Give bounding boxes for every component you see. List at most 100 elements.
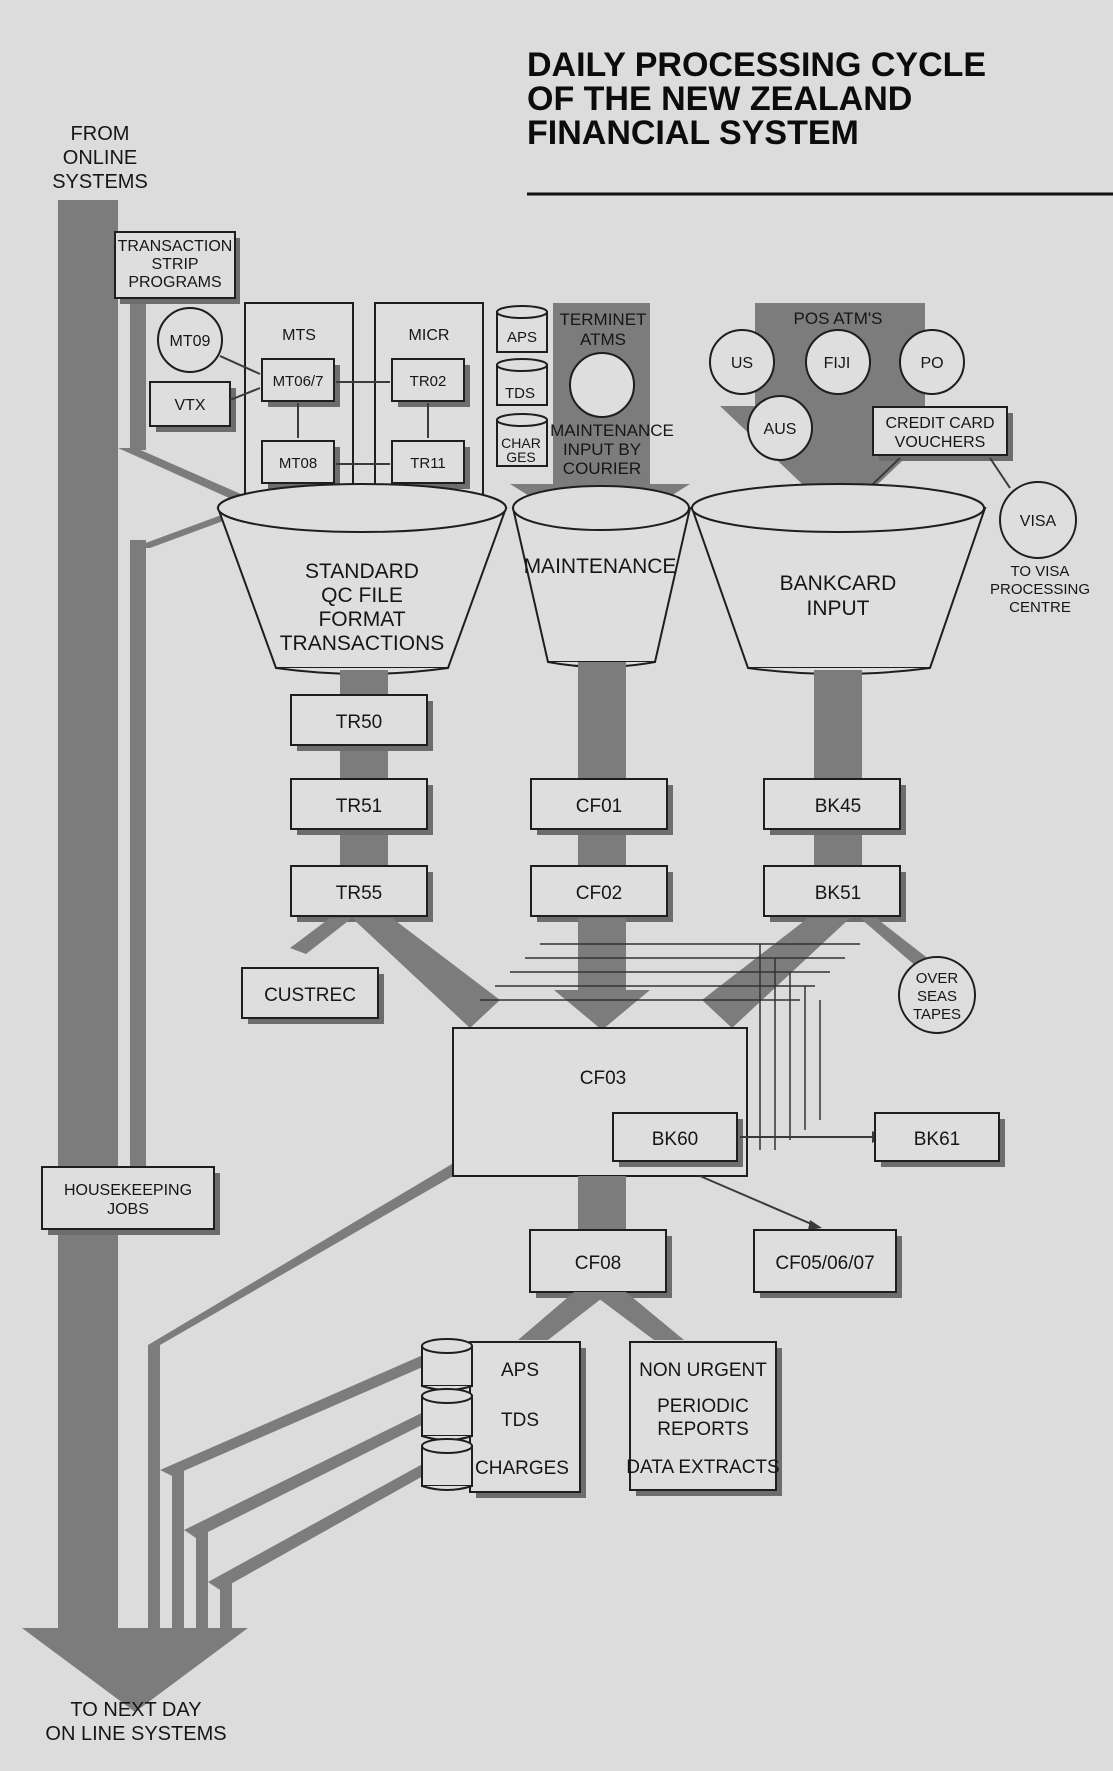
- mt08-label: MT08: [279, 455, 317, 472]
- mts-header: MTS: [282, 327, 316, 344]
- cf03-label: CF03: [580, 1068, 626, 1089]
- credit-card-vouchers-box: [872, 406, 1008, 456]
- aps-db-small-label: APS: [507, 329, 537, 346]
- tds-db-small-label: TDS: [505, 385, 535, 402]
- maintenance-courier-line-2: INPUT BY: [563, 440, 641, 459]
- periodic-reports-line-2: REPORTS: [657, 1419, 749, 1440]
- tds-db: [421, 1388, 473, 1441]
- tr51-box: [290, 778, 428, 830]
- standard-qc-line-3: FORMAT: [318, 608, 405, 631]
- visa-centre-line-3: CENTRE: [1009, 599, 1071, 616]
- aps-db: [421, 1338, 473, 1391]
- output-charges-label: CHARGES: [475, 1458, 569, 1479]
- title-line-1: DAILY PROCESSING CYCLE: [527, 46, 986, 84]
- output-tds-label: TDS: [501, 1410, 539, 1431]
- tr55-label: TR55: [336, 883, 382, 904]
- cf02-box: [530, 865, 668, 917]
- transaction-strip-line-2: STRIP: [151, 256, 198, 273]
- custrec-label: CUSTREC: [264, 985, 356, 1006]
- transaction-strip-line-3: PROGRAMS: [128, 274, 221, 291]
- main-flow-arrow: [22, 200, 248, 1712]
- micr-header: MICR: [409, 327, 450, 344]
- visa-circle: [999, 481, 1077, 559]
- transaction-strip-line-1: TRANSACTION: [118, 238, 233, 255]
- tr02-box: [391, 358, 465, 402]
- periodic-reports-line-1: PERIODIC: [657, 1396, 749, 1417]
- terminet-atm-circle: [569, 352, 635, 418]
- cf03-to-cf050607-arrow: [699, 1175, 817, 1227]
- mt067-box: [261, 358, 335, 402]
- fiji-label: FIJI: [824, 355, 851, 372]
- credit-card-vouchers-line-2: VOUCHERS: [895, 434, 986, 451]
- cf03-to-cf08-band: [578, 1176, 626, 1232]
- vtx-box: [149, 381, 231, 427]
- bk61-label: BK61: [914, 1129, 960, 1150]
- bk51-label: BK51: [815, 883, 861, 904]
- fiji-circle: [805, 329, 871, 395]
- mt09-label: MT09: [170, 333, 211, 350]
- cf02-label: CF02: [576, 883, 622, 904]
- from-online-line-1: FROM: [71, 123, 130, 145]
- title-line-3: FINANCIAL SYSTEM: [527, 114, 859, 152]
- cf08-label: CF08: [575, 1253, 621, 1274]
- visa-centre-line-2: PROCESSING: [990, 581, 1090, 598]
- vtx-label: VTX: [174, 397, 205, 414]
- mt09-to-mt067-arrow: [219, 355, 261, 375]
- bk51-box: [763, 865, 901, 917]
- visa-label: VISA: [1020, 513, 1057, 530]
- tr02-label: TR02: [410, 373, 447, 390]
- cf01-box: [530, 778, 668, 830]
- bankcard-input-funnel: [690, 483, 987, 675]
- bk45-box: [763, 778, 901, 830]
- tds-db-small: [496, 358, 548, 406]
- cf050607-box: [753, 1229, 897, 1293]
- po-label: PO: [920, 355, 943, 372]
- aus-label: AUS: [764, 421, 797, 438]
- to-next-day-line-1: TO NEXT DAY: [70, 1699, 201, 1721]
- bk60-box: [612, 1112, 738, 1162]
- bk61-box: [874, 1112, 1000, 1162]
- credit-card-vouchers-line-1: CREDIT CARD: [885, 415, 994, 432]
- transaction-strip-programs-box: [114, 231, 236, 299]
- mt08-box: [261, 440, 335, 484]
- charges-db-small-line-1: CHAR: [501, 435, 541, 451]
- data-extracts-label: DATA EXTRACTS: [626, 1457, 779, 1478]
- reports-box: [629, 1341, 777, 1491]
- overseas-tapes-circle: [898, 956, 976, 1034]
- us-circle: [709, 329, 775, 395]
- output-aps-label: APS: [501, 1360, 539, 1381]
- tr11-label: TR11: [410, 455, 446, 472]
- from-online-line-3: SYSTEMS: [52, 171, 148, 193]
- pos-atm-header: POS ATM'S: [794, 309, 883, 328]
- charges-db-small-line-2: GES: [506, 449, 536, 465]
- charges-db-small: [496, 413, 548, 467]
- overseas-tapes-line-2: SEAS: [917, 988, 957, 1005]
- vtx-to-mt067-arrow: [229, 387, 261, 401]
- visa-centre-line-1: TO VISA: [1011, 563, 1070, 580]
- non-urgent-label: NON URGENT: [639, 1360, 767, 1381]
- mt067-label: MT06/7: [273, 373, 324, 390]
- tr11-box: [391, 440, 465, 484]
- to-next-day-line-2: ON LINE SYSTEMS: [45, 1723, 226, 1745]
- converging-bands: [290, 918, 930, 1030]
- cf08-box: [529, 1229, 667, 1293]
- maintenance-funnel-label: MAINTENANCE: [524, 555, 677, 578]
- bankcard-column-band: [814, 670, 862, 880]
- cf08-split-bands: [518, 1292, 684, 1340]
- cf050607-label: CF05/06/07: [775, 1253, 874, 1274]
- tr50-label: TR50: [336, 712, 382, 733]
- standard-qc-line-4: TRANSACTIONS: [280, 632, 445, 655]
- tr51-label: TR51: [336, 796, 382, 817]
- tr55-box: [290, 865, 428, 917]
- bk60-label: BK60: [652, 1129, 698, 1150]
- housekeeping-line-1: HOUSEKEEPING: [64, 1182, 192, 1199]
- terminet-arrow: [510, 303, 690, 540]
- cf01-label: CF01: [576, 796, 622, 817]
- maintenance-column-band: [578, 662, 626, 880]
- po-circle: [899, 329, 965, 395]
- charges-db: [421, 1438, 473, 1491]
- us-label: US: [731, 355, 753, 372]
- bankcard-input-line-2: INPUT: [807, 597, 870, 620]
- maintenance-courier-line-3: COURIER: [563, 459, 641, 478]
